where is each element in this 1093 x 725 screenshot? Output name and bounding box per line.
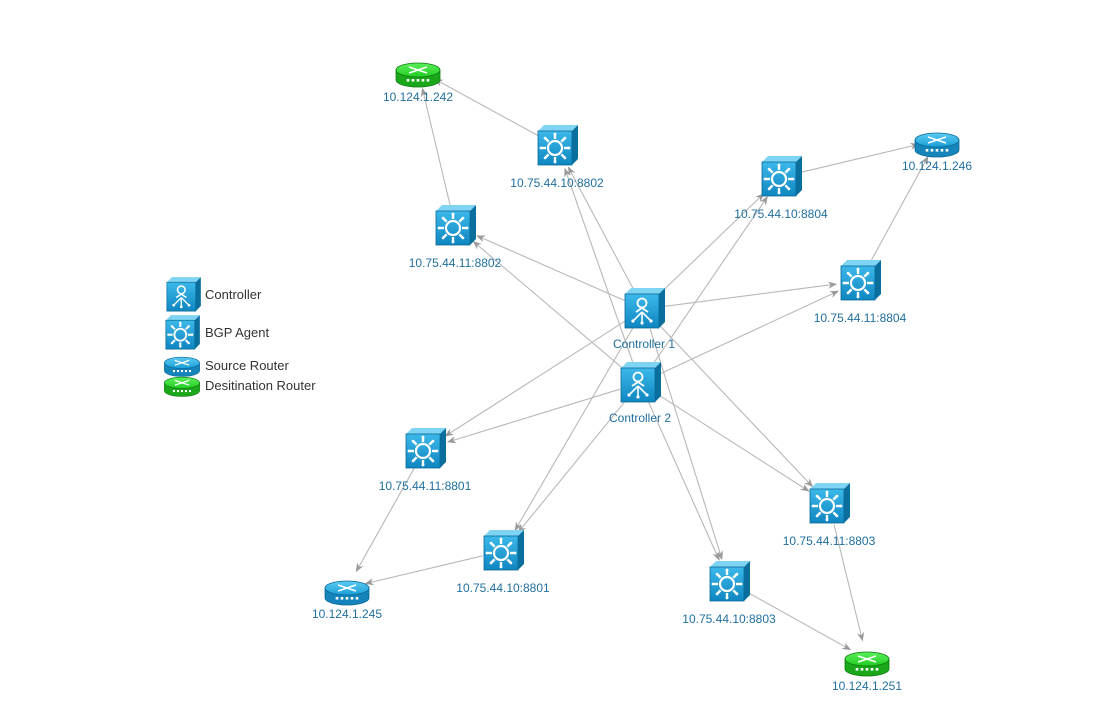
node-destination-router[interactable]: 10.124.1.242 (383, 62, 453, 104)
bgp-agent-icon (840, 260, 881, 301)
legend-item: BGP Agent (165, 315, 269, 350)
bgp-agent-icon (537, 125, 578, 166)
node-layer: Controller 1 Controller 2 10.75.44.10:8802… (312, 62, 972, 693)
node-bgp-agent[interactable]: 10.75.44.10:8803 (682, 561, 776, 626)
edge-a4-r2 (869, 155, 929, 263)
node-controller[interactable]: Controller 1 (613, 288, 675, 351)
destination-router-icon (395, 62, 441, 88)
node-label: Controller 2 (609, 411, 671, 425)
node-label: 10.75.44.11:8803 (783, 534, 876, 548)
edge-a3-r2 (801, 142, 920, 173)
legend-label: Controller (205, 287, 262, 302)
node-bgp-agent[interactable]: 10.75.44.11:8802 (409, 205, 502, 270)
legend-label: BGP Agent (205, 325, 269, 340)
source-router-icon (914, 132, 960, 158)
source-router-icon (164, 356, 200, 377)
node-label: 10.75.44.10:8803 (682, 612, 776, 626)
bgp-agent-icon (435, 205, 476, 246)
legend-label: Desitination Router (205, 378, 316, 393)
edge-a6-r3 (364, 555, 483, 586)
edge-a7-r4 (833, 524, 865, 642)
edge-c1-a5 (444, 319, 627, 437)
edge-a8-r4 (747, 591, 852, 651)
node-bgp-agent[interactable]: 10.75.44.11:8801 (379, 428, 472, 493)
bgp-agent-icon (709, 561, 750, 602)
node-label: 10.75.44.11:8801 (379, 479, 472, 493)
legend-item: Controller (166, 277, 262, 312)
edge-a2-r1 (420, 87, 451, 206)
edge-c2-a5 (447, 388, 621, 444)
controller-icon (624, 288, 665, 329)
destination-router-icon (844, 651, 890, 677)
edge-c1-a4 (664, 281, 838, 307)
destination-router-icon (164, 376, 200, 397)
node-bgp-agent[interactable]: 10.75.44.11:8803 (783, 483, 876, 548)
edge-c2-a1 (564, 167, 634, 364)
node-label: 10.124.1.246 (902, 159, 972, 173)
bgp-agent-icon (405, 428, 446, 469)
node-label: 10.75.44.11:8802 (409, 256, 502, 270)
controller-icon (620, 362, 661, 403)
edge-c1-a2 (476, 235, 626, 302)
edge-c2-a6 (517, 398, 628, 534)
node-label: 10.124.1.251 (832, 679, 902, 693)
node-label: 10.75.44.10:8804 (734, 207, 828, 221)
source-router-icon (324, 580, 370, 606)
edge-c2-a7 (657, 393, 810, 492)
node-bgp-agent[interactable]: 10.75.44.10:8801 (456, 530, 550, 595)
legend-item: Source Router (164, 356, 289, 377)
node-label: 10.124.1.242 (383, 90, 453, 104)
edge-a5-r3 (355, 467, 416, 573)
edge-c1-a6 (514, 326, 634, 532)
legend-item: Desitination Router (164, 376, 316, 397)
edge-layer (355, 78, 929, 651)
edge-c1-a3 (658, 193, 765, 295)
node-label: 10.75.44.11:8804 (814, 311, 907, 325)
edge-c2-a8 (648, 401, 720, 561)
node-label: 10.75.44.10:8801 (456, 581, 550, 595)
controller-icon (166, 277, 201, 312)
node-bgp-agent[interactable]: 10.75.44.11:8804 (814, 260, 907, 325)
bgp-agent-icon (483, 530, 524, 571)
node-label: Controller 1 (613, 337, 675, 351)
edge-c2-a2 (472, 240, 625, 370)
edge-a1-r1 (433, 78, 539, 137)
node-destination-router[interactable]: 10.124.1.251 (832, 651, 902, 693)
node-source-router[interactable]: 10.124.1.246 (902, 132, 972, 173)
bgp-agent-icon (809, 483, 850, 524)
edge-c1-a7 (658, 323, 814, 488)
node-bgp-agent[interactable]: 10.75.44.10:8804 (734, 156, 828, 221)
edge-c1-a1 (567, 166, 635, 291)
node-label: 10.124.1.245 (312, 607, 382, 621)
bgp-agent-icon (761, 156, 802, 197)
edge-c2-a3 (651, 196, 768, 367)
node-source-router[interactable]: 10.124.1.245 (312, 580, 382, 621)
legend-label: Source Router (205, 358, 289, 373)
bgp-agent-icon (165, 315, 200, 350)
node-label: 10.75.44.10:8802 (510, 176, 604, 190)
node-controller[interactable]: Controller 2 (609, 362, 671, 425)
edge-c1-a8 (649, 328, 723, 560)
edge-c2-a4 (658, 290, 840, 375)
node-bgp-agent[interactable]: 10.75.44.10:8802 (510, 125, 604, 190)
